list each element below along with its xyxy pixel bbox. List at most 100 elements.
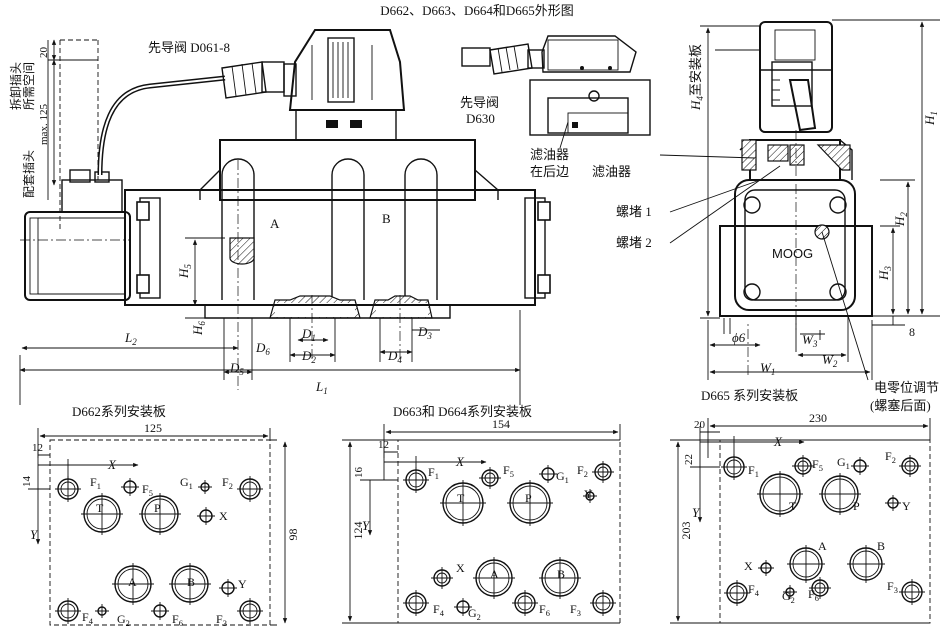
port-label: F6: [172, 612, 183, 628]
plate-title: D663和 D664系列安装板: [393, 404, 532, 419]
port-label: F6: [539, 602, 550, 618]
port-label: T: [789, 499, 797, 513]
port-label: F3: [887, 579, 898, 595]
port-label: F2: [222, 475, 233, 491]
drawing-title: D662、D663、D664和D665外形图: [380, 3, 574, 18]
plate-outline: [49, 439, 271, 626]
dim-d3: D3: [417, 324, 432, 341]
plate-height: 203: [679, 522, 693, 540]
dim-20: 20: [38, 47, 50, 59]
end-view: [659, 19, 940, 381]
port-label: Y: [584, 487, 593, 501]
port-b-label: B: [382, 211, 391, 226]
dim-d4: D4: [387, 348, 402, 365]
x-axis-label: X: [107, 457, 117, 472]
port-label: F6: [808, 587, 819, 603]
cable: [97, 75, 226, 176]
pilot-d061-label: 先导阀 D061-8: [148, 40, 230, 55]
port-label: F1: [428, 465, 439, 481]
dim-h2: H2: [892, 212, 909, 227]
port-label: G2: [468, 606, 481, 622]
offset-x: 12: [32, 442, 43, 454]
y-axis-label: Y: [30, 527, 39, 542]
port-label: A: [818, 539, 827, 553]
dim-w3: W3: [802, 332, 818, 349]
plug2-label: 螺堵 2: [616, 235, 652, 250]
mating-plug-label: 配套插头: [22, 150, 36, 198]
port-label: F4: [82, 610, 94, 626]
y-axis-label: Y: [362, 518, 371, 533]
pilot-d630-label-1: 先导阀: [460, 95, 499, 110]
port-label: Y: [238, 577, 247, 591]
zero-adjust-label-2: (螺塞后面): [870, 398, 931, 413]
zero-adjust-label-1: 电零位调节: [874, 380, 939, 395]
port-label: F1: [748, 463, 759, 479]
main-dimensions: L1 L2 H5 H6 D5 D6 D1 D2 D3 D4 20 max. 12…: [8, 39, 521, 405]
plate-title: D665 系列安装板: [701, 388, 798, 403]
pilot-d630-label-2: D630: [466, 111, 495, 126]
dim-phi6: ϕ6: [732, 330, 746, 345]
offset-y: 22: [683, 454, 695, 465]
port-label: X: [219, 509, 228, 523]
dim-w1: W1: [760, 360, 775, 377]
port-label: X: [456, 561, 465, 575]
plug-space-label-1: 拆卸插头: [8, 62, 23, 110]
port-label: F3: [216, 612, 227, 628]
port-label: A: [490, 567, 499, 581]
x-axis-label: X: [455, 454, 465, 469]
port-label: G2: [782, 589, 795, 605]
dim-max125: max. 125: [38, 104, 50, 145]
port-label: F4: [748, 582, 760, 598]
offset-x: 12: [378, 439, 389, 451]
port-label: P: [154, 501, 161, 515]
filter-behind-label-1: 滤油器: [530, 147, 569, 162]
port-label: B: [877, 539, 885, 553]
port-label: F1: [90, 475, 101, 491]
dim-d1: D1: [301, 326, 316, 343]
port-label: F5: [142, 482, 153, 498]
port-label: X: [744, 559, 753, 573]
filter-behind-label-2: 在后边: [530, 164, 569, 179]
port-a-label: A: [270, 216, 280, 231]
port-label: F3: [570, 602, 581, 618]
dim-8: 8: [909, 325, 915, 339]
port-label: P: [853, 499, 860, 513]
port-label: F4: [433, 602, 445, 618]
dim-h6: H6: [190, 321, 207, 336]
plate-height: 98: [286, 529, 300, 541]
port-label: F2: [577, 463, 588, 479]
plate-height: 124: [351, 522, 365, 540]
end-cap: [24, 211, 131, 301]
port-label: G2: [117, 612, 130, 628]
plug1-label: 螺堵 1: [616, 204, 652, 219]
plate-title: D662系列安装板: [72, 404, 166, 419]
filter-label: 滤油器: [592, 164, 631, 179]
offset-y: 14: [21, 476, 33, 488]
valve-body: [124, 189, 536, 306]
plate-width: 230: [809, 411, 827, 425]
x-axis-label: X: [773, 434, 783, 449]
dim-d2: D2: [301, 348, 316, 365]
dim-l1: L1: [315, 379, 328, 396]
port-label: T: [457, 491, 465, 505]
port-label: T: [96, 501, 104, 515]
main-valve-view: A B: [20, 29, 551, 390]
moog-logo: MOOG: [772, 246, 813, 261]
port-label: A: [128, 575, 137, 589]
port-label: P: [525, 491, 532, 505]
y-axis-label: Y: [692, 505, 701, 520]
dim-d6: D6: [255, 340, 270, 357]
port-label: B: [187, 575, 195, 589]
port-label: B: [557, 567, 565, 581]
pilot-d630-view: 先导阀 D630 滤油器 在后边: [460, 35, 651, 179]
dim-l2: L2: [124, 330, 137, 347]
offset-y: 16: [353, 467, 365, 479]
dim-h1: H1: [922, 111, 939, 126]
plate-width: 154: [492, 417, 510, 431]
dim-h4: H4至安装板: [688, 44, 705, 111]
offset-x: 20: [694, 419, 706, 431]
